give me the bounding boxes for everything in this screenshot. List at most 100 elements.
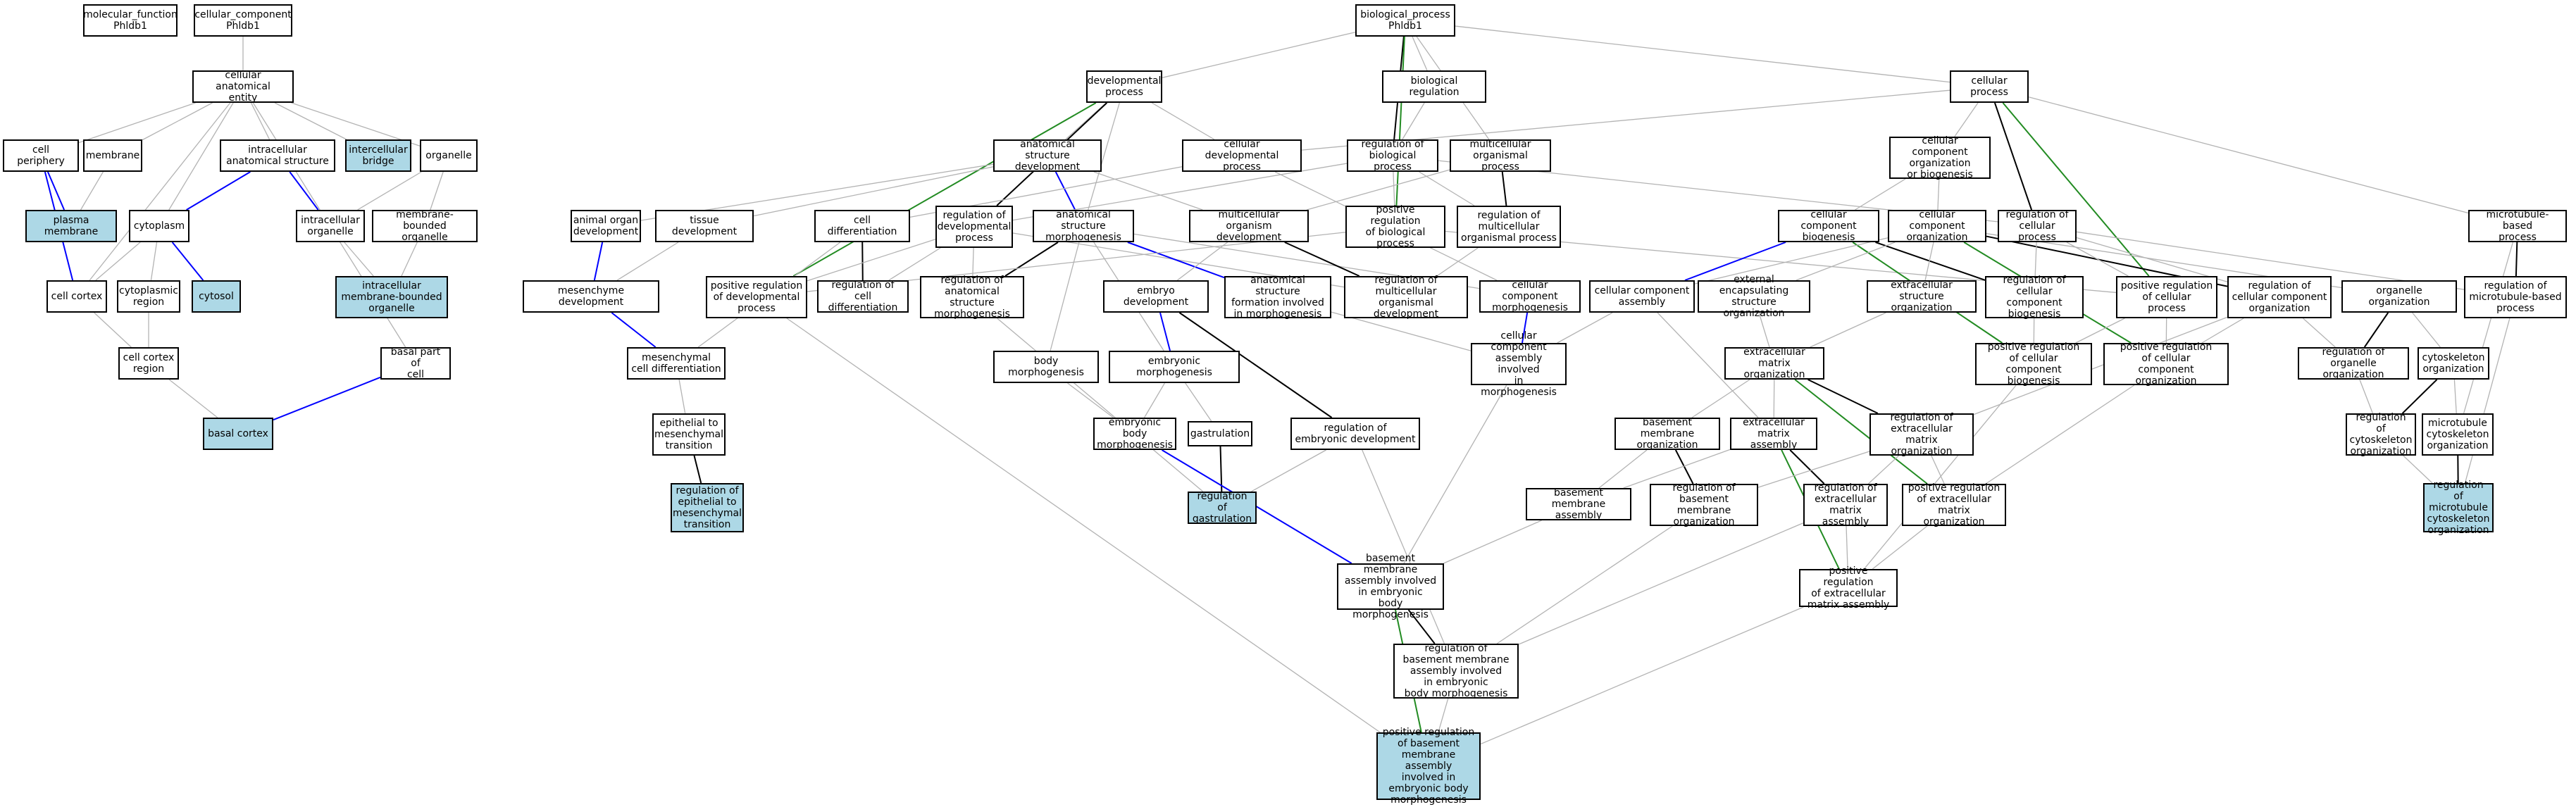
node-regulation-of-anatomical-structure-morphogenesis[interactable]: regulation of anatomical structure morph… (920, 276, 1024, 318)
node-positive-regulation-of-extracellular-matrix-organization[interactable]: positive regulation of extracellular mat… (1902, 484, 2006, 526)
node-regulation-of-embryonic-development[interactable]: regulation of embryonic development (1290, 418, 1420, 450)
node-cell-cortex-region[interactable]: cell cortex region (118, 347, 179, 380)
node-embryonic-morphogenesis[interactable]: embryonic morphogenesis (1109, 351, 1240, 383)
node-basement-membrane-assembly-involved-in-embryonic-body-morphogenesis[interactable]: basement membrane assembly involved in e… (1337, 563, 1444, 610)
node-cell-periphery[interactable]: cell periphery (3, 139, 79, 172)
node-positive-regulation-of-cellular-component-organization[interactable]: positive regulation of cellular componen… (2103, 343, 2229, 385)
edge-is-a (2413, 313, 2441, 347)
node-tissue-development[interactable]: tissue development (655, 210, 754, 242)
node-regulation-of-microtubule-cytoskeleton-organization[interactable]: regulation of microtubule cytoskeleton o… (2423, 483, 2494, 532)
node-cytoplasm[interactable]: cytoplasm (129, 210, 189, 242)
node-cellular-component-assembly[interactable]: cellular component assembly (1589, 280, 1695, 313)
node-cellular-component-organization-or-biogenesis[interactable]: cellular component organization or bioge… (1889, 137, 1991, 179)
node-regulation-of-cell-differentiation[interactable]: regulation of cell differentiation (817, 280, 909, 313)
node-positive-regulation-of-cellular-component-biogenesis[interactable]: positive regulation of cellular componen… (1975, 343, 2092, 385)
node-extracellular-matrix-organization[interactable]: extracellular matrix organization (1724, 347, 1824, 380)
node-microtubule-based-process[interactable]: microtubule-based process (2468, 210, 2567, 242)
node-regulation-of-cytoskeleton-organization[interactable]: regulation of cytoskeleton organization (2346, 413, 2416, 456)
node-regulation-of-cellular-component-biogenesis[interactable]: regulation of cellular component biogene… (1985, 276, 2084, 318)
node-regulation-of-gastrulation[interactable]: regulation of gastrulation (1188, 492, 1257, 524)
node-cellular-component-assembly-involved-in-morphogenesis[interactable]: cellular component assembly involved in … (1471, 343, 1567, 385)
node-anatomical-structure-development[interactable]: anatomical structure development (993, 139, 1102, 172)
node-regulation-of-organelle-organization[interactable]: regulation of organelle organization (2298, 347, 2409, 380)
node-cellular-process[interactable]: cellular process (1950, 70, 2029, 103)
node-organelle[interactable]: organelle (420, 139, 478, 172)
edge-is-a (251, 103, 270, 139)
edge-regulates (1005, 242, 1058, 276)
node-regulation-of-developmental-process[interactable]: regulation of developmental process (935, 206, 1013, 248)
node-intracellular-membrane-bounded-organelle[interactable]: intracellular membrane-bounded organelle (335, 276, 448, 318)
node-cytoplasmic-region[interactable]: cytoplasmic region (117, 280, 180, 313)
node-organelle-organization[interactable]: organelle organization (2341, 280, 2457, 313)
node-anatomical-structure-formation-involved-in-morphogenesis[interactable]: anatomical structure formation involved … (1224, 276, 1331, 318)
node-molecular-function[interactable]: molecular_function Phldb1 (83, 4, 178, 37)
node-regulation-of-biological-process[interactable]: regulation of biological process (1347, 139, 1438, 172)
node-cellular-anatomical-entity[interactable]: cellular anatomical entity (192, 70, 294, 103)
node-regulation-of-epithelial-to-mesenchymal-transition[interactable]: regulation of epithelial to mesenchymal … (671, 483, 744, 532)
node-embryonic-body-morphogenesis[interactable]: embryonic body morphogenesis (1093, 418, 1176, 450)
node-cellular-component-morphogenesis[interactable]: cellular component morphogenesis (1479, 280, 1581, 313)
node-body-morphogenesis[interactable]: body morphogenesis (993, 351, 1099, 383)
node-cytosol[interactable]: cytosol (192, 280, 241, 313)
node-intercellular-bridge[interactable]: intercellular bridge (345, 139, 411, 172)
node-intracellular-organelle[interactable]: intracellular organelle (296, 210, 365, 242)
edge-is-a (94, 313, 132, 347)
edge-is-a (2464, 242, 2513, 413)
node-mesenchyme-development[interactable]: mesenchyme development (523, 280, 659, 313)
node-membrane[interactable]: membrane (83, 139, 142, 172)
edge-is-a (1162, 32, 1355, 78)
node-positive-regulation-of-cellular-process[interactable]: positive regulation of cellular process (2116, 276, 2217, 318)
node-regulation-of-microtubule-based-process[interactable]: regulation of microtubule-based process (2464, 276, 2567, 318)
node-microtubule-cytoskeleton-organization[interactable]: microtubule cytoskeleton organization (2422, 413, 2494, 456)
node-external-encapsulating-structure-organization[interactable]: external encapsulating structure organiz… (1698, 280, 1810, 313)
node-cellular-component-biogenesis[interactable]: cellular component biogenesis (1778, 210, 1879, 242)
node-regulation-of-extracellular-matrix-assembly[interactable]: regulation of extracellular matrix assem… (1803, 484, 1888, 526)
node-biological-process[interactable]: biological_process Phldb1 (1355, 4, 1455, 37)
edge-positively-regulates (793, 103, 1095, 276)
node-basement-membrane-assembly[interactable]: basement membrane assembly (1526, 488, 1631, 520)
node-basement-membrane-organization[interactable]: basement membrane organization (1614, 418, 1720, 450)
node-developmental-process[interactable]: developmental process (1086, 70, 1162, 103)
edge-is-a (151, 242, 156, 280)
node-plasma-membrane[interactable]: plasma membrane (25, 210, 117, 242)
edge-is-a (807, 239, 935, 281)
node-intracellular-anatomical-structure[interactable]: intracellular anatomical structure (220, 139, 335, 172)
node-embryo-development[interactable]: embryo development (1103, 280, 1209, 313)
edge-part-of (611, 313, 655, 347)
node-cell-differentiation[interactable]: cell differentiation (814, 210, 910, 242)
node-cytoskeleton-organization[interactable]: cytoskeleton organization (2418, 347, 2489, 380)
node-positive-regulation-of-extracellular-matrix-assembly[interactable]: positive regulation of extracellular mat… (1799, 569, 1898, 607)
node-cellular-component[interactable]: cellular_component Phldb1 (194, 4, 292, 37)
node-positive-regulation-of-developmental-process[interactable]: positive regulation of developmental pro… (706, 276, 807, 318)
node-positive-regulation-of-basement-membrane-assembly-involved-in-embryonic-body-morphogenesis[interactable]: positive regulation of basement membrane… (1376, 732, 1481, 800)
node-regulation-of-basement-membrane-organization[interactable]: regulation of basement membrane organiza… (1650, 484, 1758, 526)
node-positive-regulation-of-biological-process[interactable]: positive regulation of biological proces… (1345, 206, 1445, 248)
edge-is-a (79, 103, 196, 143)
node-basal-part-of-cell[interactable]: basal part of cell (380, 347, 451, 380)
node-extracellular-structure-organization[interactable]: extracellular structure organization (1867, 280, 1977, 313)
node-regulation-of-extracellular-matrix-organization[interactable]: regulation of extracellular matrix organ… (1869, 413, 1974, 456)
edge-part-of (290, 172, 318, 210)
node-biological-regulation[interactable]: biological regulation (1382, 70, 1486, 103)
node-epithelial-to-mesenchymal-transition[interactable]: epithelial to mesenchymal transition (652, 413, 726, 456)
node-cell-cortex[interactable]: cell cortex (46, 280, 107, 313)
node-basal-cortex[interactable]: basal cortex (203, 418, 273, 450)
edge-is-a (997, 318, 1203, 492)
node-anatomical-structure-morphogenesis[interactable]: anatomical structure morphogenesis (1033, 210, 1134, 242)
node-regulation-of-multicellular-organismal-development[interactable]: regulation of multicellular organismal d… (1344, 276, 1468, 318)
node-animal-organ-development[interactable]: animal organ development (571, 210, 641, 242)
node-mesenchymal-cell-differentiation[interactable]: mesenchymal cell differentiation (627, 347, 726, 380)
edge-is-a (1404, 385, 1507, 563)
node-multicellular-organism-development[interactable]: multicellular organism development (1189, 210, 1309, 242)
node-membrane-bounded-organelle[interactable]: membrane-bounded organelle (372, 210, 478, 242)
node-regulation-of-basement-membrane-assembly-involved-in-embryonic-body-morphogenesis[interactable]: regulation of basement membrane assembly… (1393, 644, 1519, 699)
node-gastrulation[interactable]: gastrulation (1188, 421, 1252, 446)
node-cellular-developmental-process[interactable]: cellular developmental process (1182, 139, 1302, 172)
node-multicellular-organismal-process[interactable]: multicellular organismal process (1450, 139, 1551, 172)
edge-is-a (275, 103, 347, 139)
node-regulation-of-cellular-component-organization[interactable]: regulation of cellular component organiz… (2227, 276, 2332, 318)
node-regulation-of-multicellular-organismal-process[interactable]: regulation of multicellular organismal p… (1457, 206, 1561, 248)
node-extracellular-matrix-assembly[interactable]: extracellular matrix assembly (1730, 418, 1817, 450)
node-cellular-component-organization[interactable]: cellular component organization (1888, 210, 1986, 242)
node-regulation-of-cellular-process[interactable]: regulation of cellular process (1998, 210, 2077, 242)
